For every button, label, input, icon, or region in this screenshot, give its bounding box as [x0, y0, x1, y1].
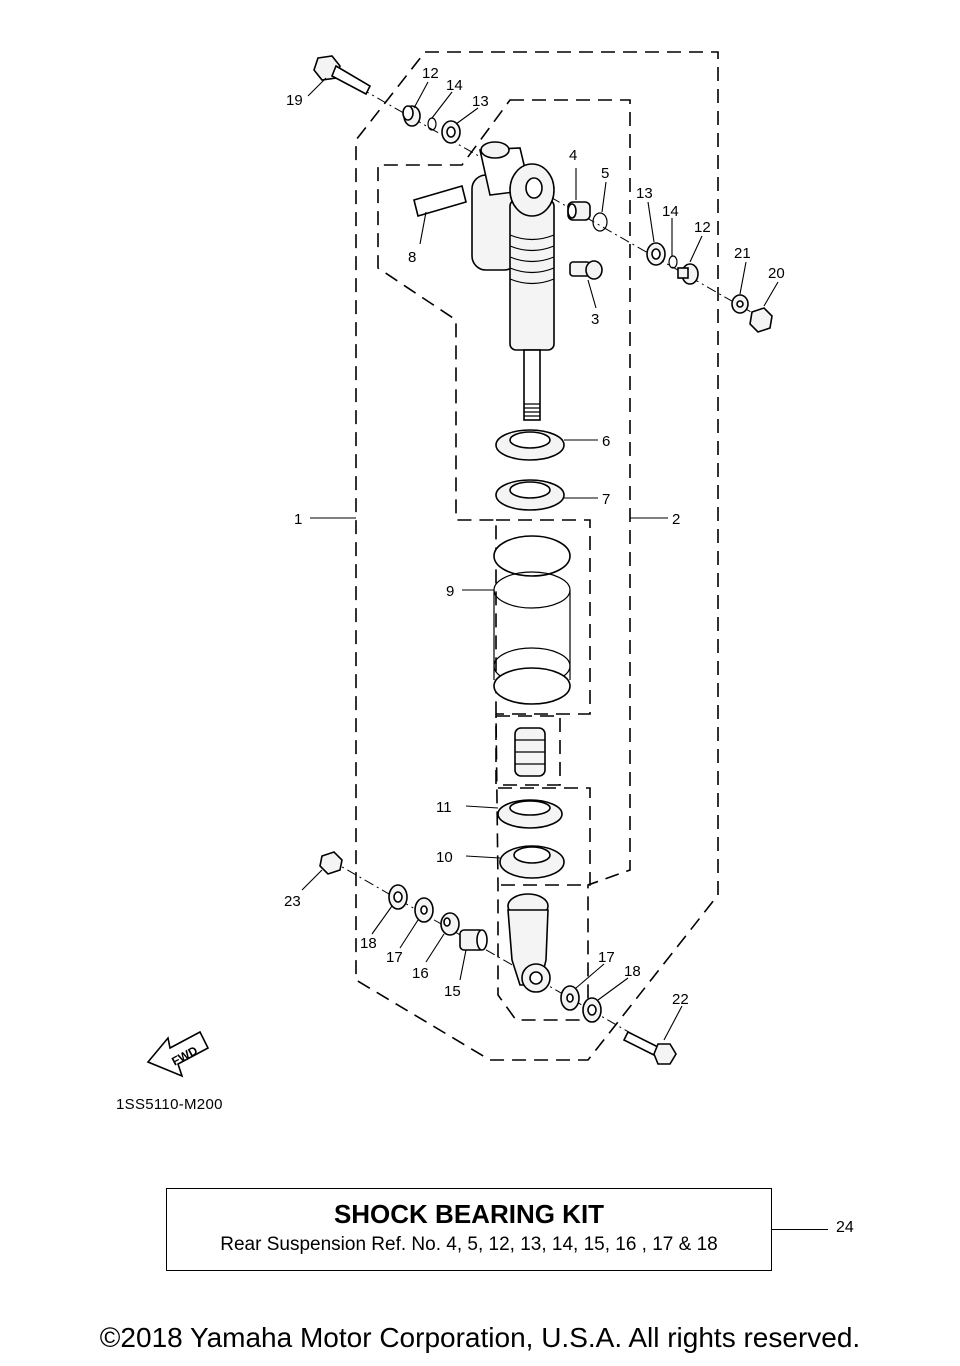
part-11-spring-seat — [497, 799, 563, 829]
part-23-nut — [319, 851, 343, 875]
callout-6: 6 — [602, 433, 610, 450]
callout-8: 8 — [408, 249, 416, 266]
fwd-arrow-icon: FWD — [146, 1030, 210, 1078]
callout-12-upper-left: 12 — [422, 65, 439, 82]
callout-7: 7 — [602, 491, 610, 508]
callout-5: 5 — [601, 165, 609, 182]
callout-12-upper-right: 12 — [694, 219, 711, 236]
part-18-seal-lower-right — [582, 997, 602, 1023]
callout-1: 1 — [294, 511, 302, 528]
part-4-bushing — [567, 201, 591, 221]
callout-16: 16 — [412, 965, 429, 982]
callout-9: 9 — [446, 583, 454, 600]
spring-group-box — [496, 519, 591, 715]
callout-18-lower-left: 18 — [360, 935, 377, 952]
callout-17-lower-right: 17 — [598, 949, 615, 966]
assembly-1-boundary — [355, 51, 719, 1061]
callout-19: 19 — [286, 92, 303, 109]
part-13-seal-left — [441, 120, 461, 144]
upper-axis-line — [359, 87, 766, 321]
callout-22: 22 — [672, 991, 689, 1008]
callout-11: 11 — [436, 799, 452, 816]
spring-seat-box — [498, 787, 591, 886]
bump-stop-box — [495, 715, 561, 786]
callout-21: 21 — [734, 245, 751, 262]
assembly-2-boundary — [377, 99, 631, 1021]
part-5-circlip — [592, 212, 608, 232]
lower-clevis — [507, 893, 551, 993]
callout-13-upper-left: 13 — [472, 93, 489, 110]
part-16-collar — [440, 912, 460, 936]
lower-axis-line — [329, 859, 661, 1051]
part-12-collar-right — [677, 263, 699, 285]
kit-description: Rear Suspension Ref. No. 4, 5, 12, 13, 1… — [220, 1234, 718, 1255]
part-21-washer — [731, 294, 749, 314]
part-19-bolt — [313, 55, 372, 96]
bump-stopper — [514, 727, 546, 777]
callout-18-lower-right: 18 — [624, 963, 641, 980]
copyright-notice: ©2018 Yamaha Motor Corporation, U.S.A. A… — [99, 1322, 861, 1353]
part-6-nut — [495, 429, 565, 461]
part-8-label — [413, 184, 467, 218]
callout-15: 15 — [444, 983, 461, 1000]
part-3-adjuster — [569, 260, 603, 280]
callout-2: 2 — [672, 511, 680, 528]
kit-leader-line — [772, 1229, 828, 1230]
callout-10: 10 — [436, 849, 453, 866]
callout-13-upper-right: 13 — [636, 185, 653, 202]
part-22-bolt — [622, 1030, 677, 1065]
part-17-collar-lower-left — [414, 897, 434, 923]
part-20-nut — [749, 307, 773, 333]
callout-3: 3 — [591, 311, 599, 328]
part-14-oring-left — [427, 117, 437, 131]
callout-17-lower-left: 17 — [386, 949, 403, 966]
callout-20: 20 — [768, 265, 785, 282]
kit-title: SHOCK BEARING KIT — [333, 1199, 605, 1229]
callout-4: 4 — [569, 147, 577, 164]
diagram-code: 1SS5110-M200 — [116, 1096, 223, 1113]
callout-23: 23 — [284, 893, 301, 910]
kit-ref-number: 24 — [836, 1219, 854, 1236]
part-15-bearing — [459, 929, 488, 951]
callout-14-upper-right: 14 — [662, 203, 679, 220]
shock-main-body — [509, 163, 555, 421]
part-14-oring-right — [668, 255, 678, 269]
part-17-collar-lower-right — [560, 985, 580, 1011]
part-18-seal-lower-left — [388, 884, 408, 910]
part-7-locknut — [495, 479, 565, 511]
callout-14-upper-left: 14 — [446, 77, 463, 94]
leader-lines — [301, 77, 779, 1041]
part-10-spring-seat — [499, 845, 565, 879]
part-12-collar-left — [402, 105, 421, 127]
part-13-seal-right — [646, 242, 666, 266]
shock-bearing-kit-box: SHOCK BEARING KIT Rear Suspension Ref. N… — [166, 1188, 772, 1271]
part-9-spring — [493, 535, 571, 705]
